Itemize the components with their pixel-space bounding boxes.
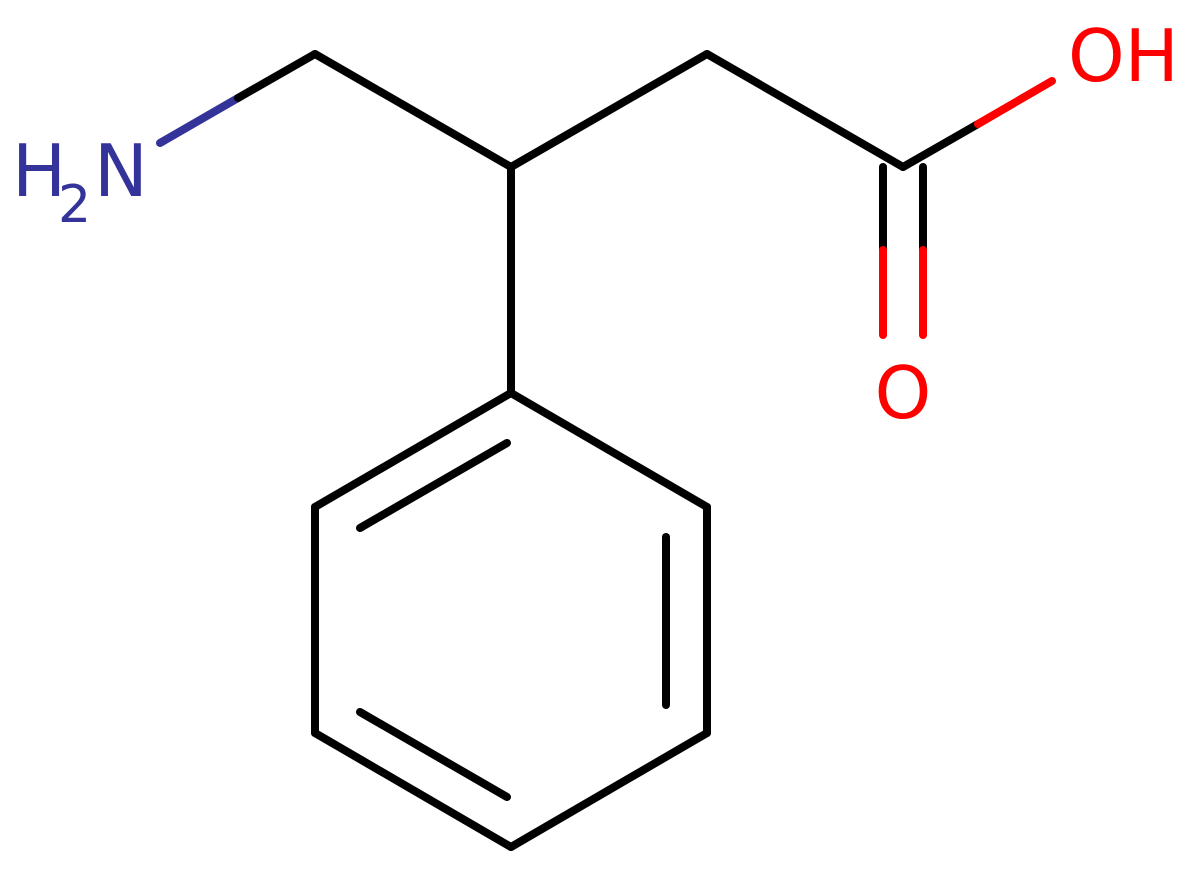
ring-inner-bond-upper-left (356, 439, 511, 532)
phenyl-ring (311, 389, 711, 851)
bond-ch-ch2 (507, 50, 711, 171)
amine-bond-c-half (234, 50, 319, 102)
amine-bond-n-half (156, 94, 242, 147)
amine-h-label: H (12, 129, 66, 213)
amine-bond (156, 50, 319, 147)
bond-ch2-ch (311, 50, 515, 171)
amine-subscript-label: 2 (58, 175, 91, 235)
bond-c-oh-black (899, 120, 982, 171)
bond-c-oh-red (974, 77, 1056, 128)
carbon-skeleton (311, 50, 907, 397)
ring-bond-4 (311, 729, 515, 851)
ring-inner-bond-bottom-left (356, 708, 511, 801)
amine-label: H 2 N (12, 129, 148, 235)
bond-ch2-cooh (703, 50, 907, 171)
amine-n-label: N (94, 129, 148, 213)
hydroxyl-label: OH (1068, 14, 1179, 98)
ring-bond-6 (311, 389, 515, 511)
carboxyl-group (879, 77, 1056, 339)
carbonyl-oxygen-label: O (875, 351, 932, 435)
ring-bond-1 (507, 389, 711, 511)
ring-bond-3 (507, 729, 711, 851)
